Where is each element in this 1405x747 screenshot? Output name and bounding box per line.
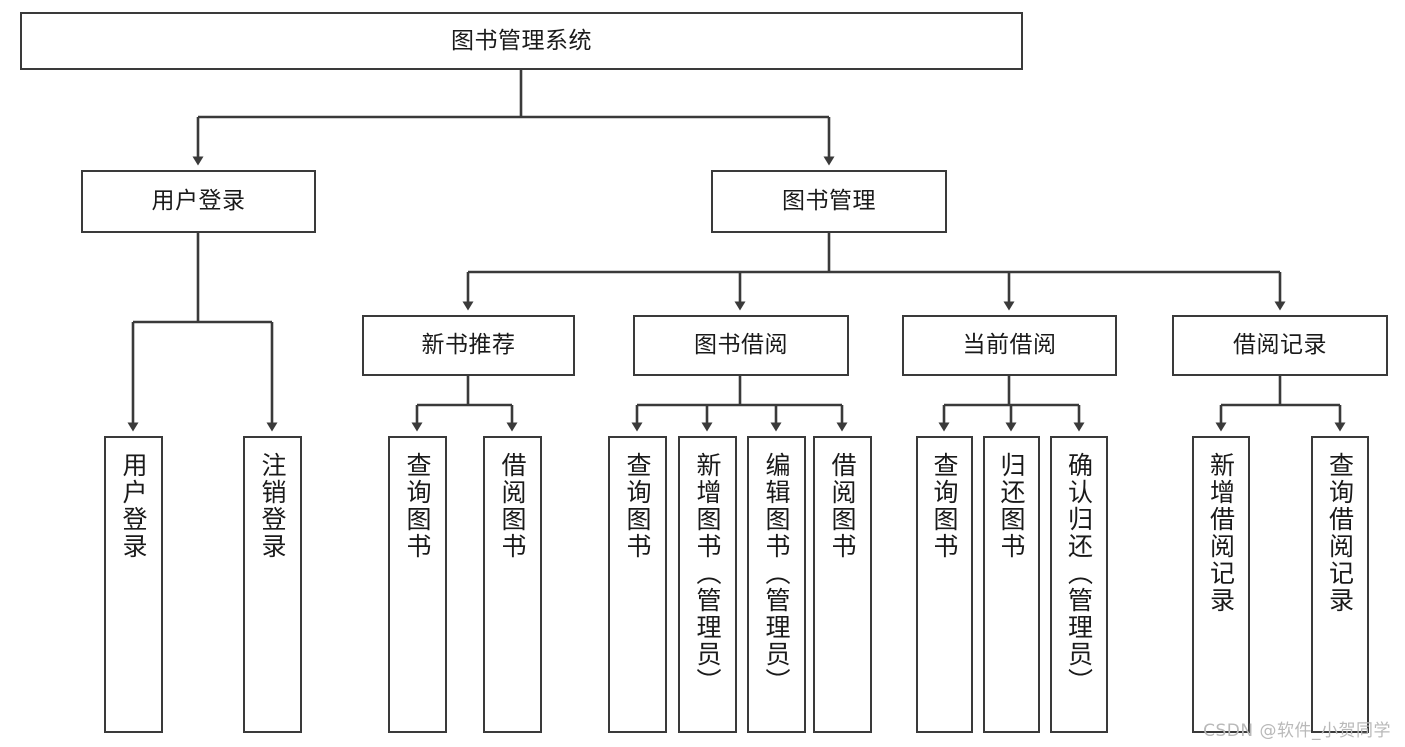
node-leaf-borrow-books[interactable]: 借阅图书 (813, 436, 872, 733)
node-label: 新增图书（管理员） (693, 452, 722, 695)
node-leaf-confirm-return-admin[interactable]: 确认归还（管理员） (1050, 436, 1108, 733)
node-leaf-logout[interactable]: 注销登录 (243, 436, 302, 733)
node-leaf-query-books-recommend[interactable]: 查询图书 (388, 436, 447, 733)
node-leaf-return-books[interactable]: 归还图书 (983, 436, 1040, 733)
node-leaf-add-book-admin[interactable]: 新增图书（管理员） (678, 436, 737, 733)
node-submodule-current-borrow[interactable]: 当前借阅 (902, 315, 1117, 376)
node-leaf-query-borrow-record[interactable]: 查询借阅记录 (1311, 436, 1369, 733)
node-label: 图书管理系统 (451, 27, 592, 54)
node-label: 编辑图书（管理员） (762, 452, 791, 695)
node-module-user-login[interactable]: 用户登录 (81, 170, 316, 233)
node-leaf-query-books-current[interactable]: 查询图书 (916, 436, 973, 733)
node-label: 归还图书 (997, 452, 1026, 560)
node-label: 图书借阅 (694, 332, 788, 359)
node-root-system[interactable]: 图书管理系统 (20, 12, 1023, 70)
node-leaf-edit-book-admin[interactable]: 编辑图书（管理员） (747, 436, 806, 733)
node-label: 借阅记录 (1233, 332, 1327, 359)
node-leaf-add-borrow-record[interactable]: 新增借阅记录 (1192, 436, 1250, 733)
node-label: 查询图书 (403, 452, 432, 560)
node-label: 借阅图书 (498, 452, 527, 560)
node-module-book-management[interactable]: 图书管理 (711, 170, 947, 233)
node-label: 用户登录 (119, 452, 148, 560)
node-leaf-borrow-books-recommend[interactable]: 借阅图书 (483, 436, 542, 733)
node-submodule-book-borrow[interactable]: 图书借阅 (633, 315, 849, 376)
node-leaf-user-login[interactable]: 用户登录 (104, 436, 163, 733)
node-label: 借阅图书 (828, 452, 857, 560)
node-submodule-borrow-record[interactable]: 借阅记录 (1172, 315, 1388, 376)
node-label: 用户登录 (151, 188, 246, 215)
node-label: 查询图书 (623, 452, 652, 560)
node-leaf-query-books-borrow[interactable]: 查询图书 (608, 436, 667, 733)
node-submodule-new-book-recommend[interactable]: 新书推荐 (362, 315, 575, 376)
node-label: 确认归还（管理员） (1064, 452, 1094, 695)
node-label: 图书管理 (782, 188, 876, 215)
node-label: 当前借阅 (962, 332, 1057, 359)
node-label: 查询借阅记录 (1325, 452, 1355, 614)
node-label: 新书推荐 (421, 332, 516, 359)
node-label: 注销登录 (258, 452, 287, 560)
node-label: 查询图书 (930, 452, 959, 560)
node-label: 新增借阅记录 (1206, 452, 1236, 614)
